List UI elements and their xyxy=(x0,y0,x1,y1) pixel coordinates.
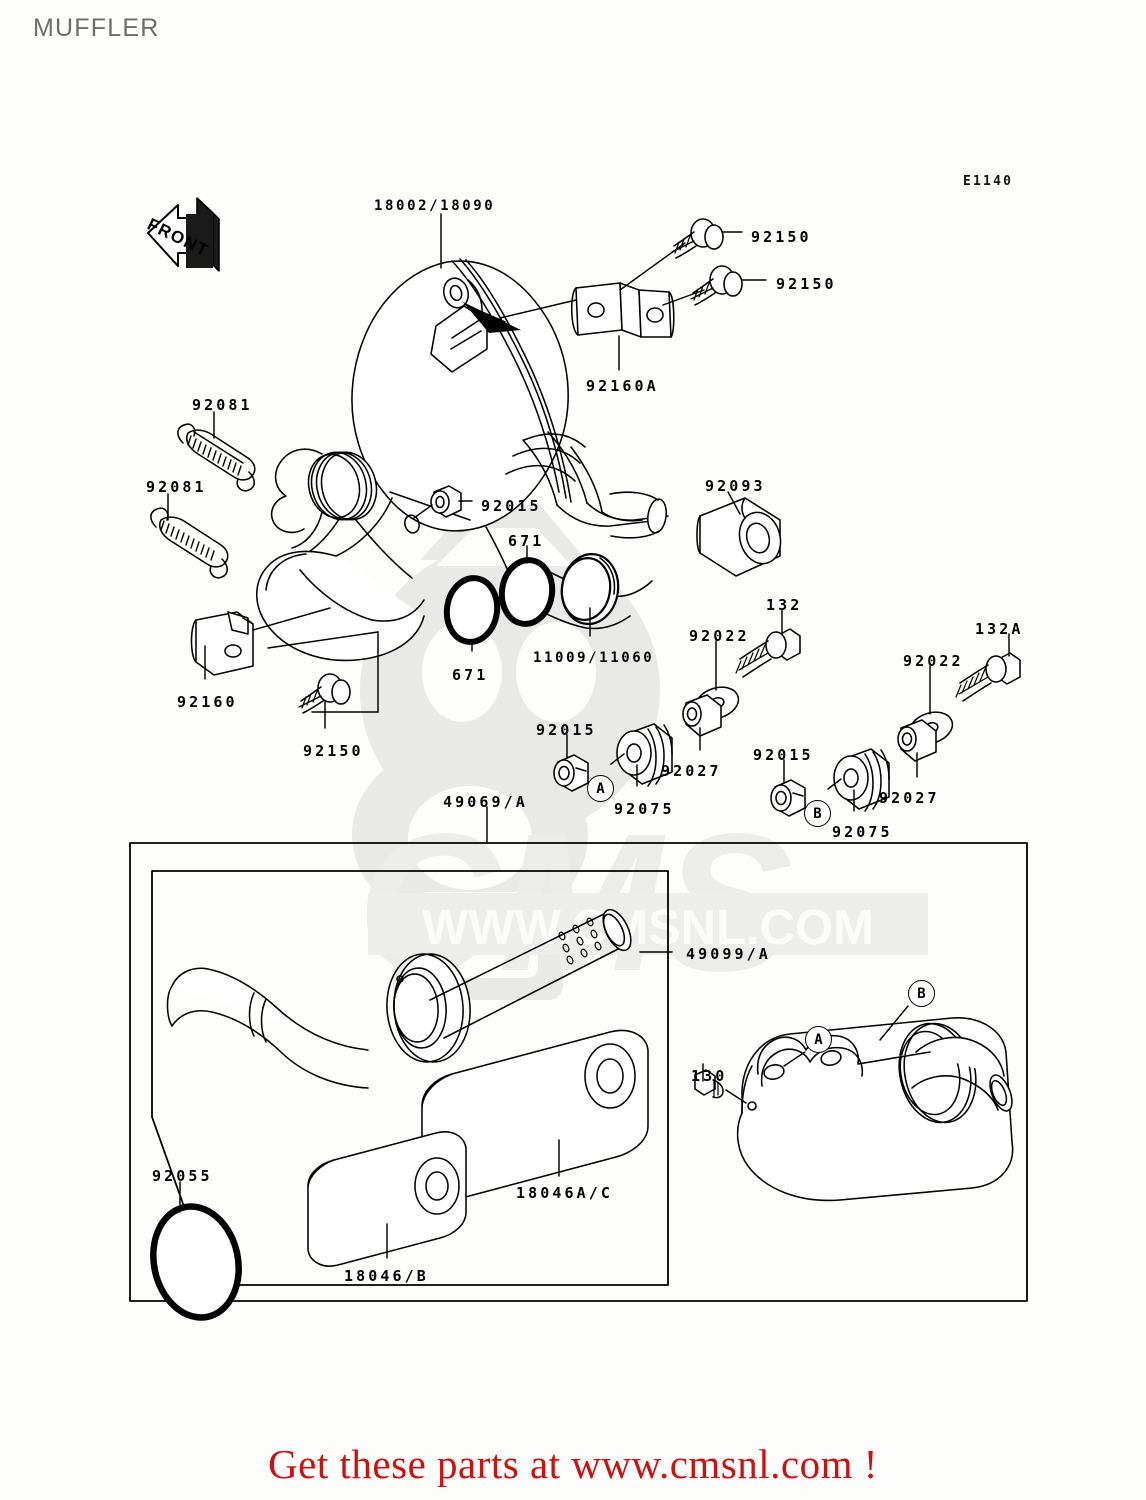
part-spring-upper xyxy=(177,423,256,492)
part-callout-exp-chamber: 18002/18090 xyxy=(374,198,496,214)
part-nut-92015-b xyxy=(770,779,806,817)
part-bolt-92150-upper xyxy=(671,218,724,259)
part-oring-671-top xyxy=(498,557,556,627)
svg-text:WWW.CMSNL.COM: WWW.CMSNL.COM xyxy=(422,901,874,955)
part-packing-18046b xyxy=(307,1131,467,1267)
part-callout-collar-92093: 92093 xyxy=(705,477,766,495)
part-bracket-92160a xyxy=(570,282,675,338)
part-damper-92075-b xyxy=(833,748,890,812)
part-screw-130 xyxy=(694,1069,724,1099)
part-callout-bolt-132a: 132A xyxy=(975,620,1024,638)
part-callout-nut-chamber: 92015 xyxy=(481,497,542,515)
figure-code: E1140 xyxy=(963,174,1014,189)
footer-cta: Get these parts at www.cmsnl.com ! xyxy=(268,1441,878,1487)
part-bolt-92150-left xyxy=(298,673,351,714)
exploded-parts-diagram: CMS WWW.CMSNL.COM xyxy=(129,197,1028,1321)
part-callout-bolt-92150-l: 92150 xyxy=(303,742,364,760)
part-bracket-92160 xyxy=(190,611,254,676)
part-callout-fiber-18046b: 18046/B xyxy=(344,1267,429,1285)
part-expansion-chamber xyxy=(305,258,572,601)
part-callout-bracket-a: 92160A xyxy=(586,377,659,395)
page-title: MUFFLER xyxy=(33,14,160,42)
part-callout-oring-92055: 92055 xyxy=(152,1167,213,1185)
part-collar-92027-b xyxy=(897,719,937,762)
part-callout-spring-lower: 92081 xyxy=(146,478,207,496)
part-callout-washer-92022-r: 92022 xyxy=(903,652,964,670)
part-callout-screw-130: 130 xyxy=(691,1067,728,1085)
part-spring-lower xyxy=(150,507,229,579)
part-callout-collar-92027-a: 92027 xyxy=(661,762,722,780)
part-packing-18046ac xyxy=(421,1029,649,1202)
part-silencer-body xyxy=(725,1017,1014,1202)
front-direction-badge: FRONT xyxy=(144,197,220,272)
part-collar-92027-a xyxy=(682,694,722,737)
part-gasket-11009 xyxy=(560,553,620,625)
part-callout-baffle-49099: 49099/A xyxy=(686,945,771,963)
part-callout-damper-92075-b: 92075 xyxy=(832,823,893,841)
reference-marker-ref-a-mid: A xyxy=(587,775,614,802)
reference-marker-ref-a-silen: A xyxy=(805,1026,832,1053)
part-callout-spring-upper: 92081 xyxy=(192,396,253,414)
part-callout-fiber-18046ac: 18046A/C xyxy=(516,1184,614,1202)
part-baffle-pipe xyxy=(166,908,632,1089)
part-callout-nut-92015-b: 92015 xyxy=(753,746,814,764)
part-callout-gasket-11009: 11009/11060 xyxy=(533,650,655,666)
part-bolt-132 xyxy=(735,628,801,678)
assembly-box-49069 xyxy=(129,842,1028,1302)
reference-marker-ref-b-mid: B xyxy=(804,800,831,827)
part-callout-bracket-92160: 92160 xyxy=(177,693,238,711)
part-callout-nut-92015-a: 92015 xyxy=(536,721,597,739)
part-collar-92093 xyxy=(696,497,782,577)
assembly-subbox xyxy=(151,870,669,1286)
part-callout-panel-49069: 49069/A xyxy=(443,793,528,811)
part-callout-collar-92027-b: 92027 xyxy=(879,789,940,807)
part-callout-bolt-132: 132 xyxy=(766,596,803,614)
part-callout-oring-671-left: 671 xyxy=(452,666,489,684)
part-callout-damper-92075-a: 92075 xyxy=(614,800,675,818)
part-callout-oring-671-top: 671 xyxy=(508,532,545,550)
part-callout-washer-92022-l: 92022 xyxy=(689,627,750,645)
part-bolt-92150-lower xyxy=(690,265,743,306)
reference-marker-ref-b-silen: B xyxy=(908,980,935,1007)
part-callout-bolt-lower: 92150 xyxy=(776,275,837,293)
part-bolt-132a xyxy=(955,652,1021,702)
part-damper-92075-a xyxy=(616,723,673,787)
part-oring-92055 xyxy=(150,1203,242,1321)
part-callout-bolt-upper: 92150 xyxy=(751,228,812,246)
part-oring-671-left xyxy=(443,575,501,645)
part-rear-cone xyxy=(256,448,471,662)
part-nut-92015-chamber xyxy=(430,485,462,518)
